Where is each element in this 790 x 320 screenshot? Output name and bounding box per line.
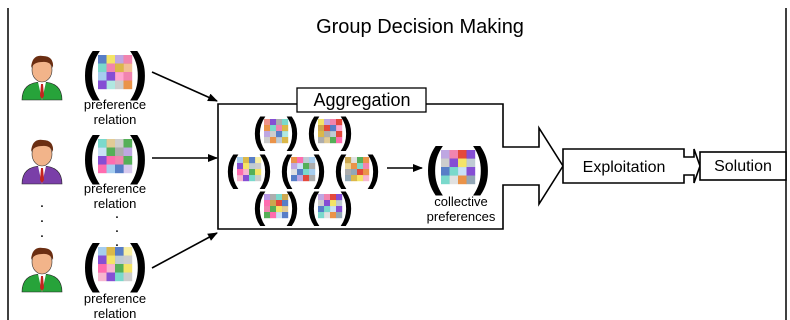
- svg-text:.: .: [40, 194, 44, 211]
- solution-label: Solution: [714, 158, 772, 175]
- matrix-open-paren: (: [307, 109, 320, 151]
- matrix-close-paren: ): [130, 234, 148, 293]
- matrix-open-paren: (: [334, 147, 347, 189]
- aggregation-label: Aggregation: [313, 90, 410, 110]
- matrix-open-paren: (: [425, 137, 443, 196]
- preference-relation-label-line2: relation: [94, 306, 137, 320]
- svg-text:.: .: [40, 224, 44, 241]
- preference-relation-label-line2: relation: [94, 196, 137, 211]
- individual-matrix-5: (): [334, 147, 380, 189]
- collective-preferences-matrix: (): [425, 137, 490, 196]
- matrix-open-paren: (: [253, 109, 266, 151]
- matrix-open-paren: (: [280, 147, 293, 189]
- svg-text:.: .: [40, 209, 44, 226]
- matrix-open-paren: (: [82, 126, 100, 185]
- individual-matrix-7: (): [307, 184, 353, 226]
- matrix-close-paren: ): [473, 137, 491, 196]
- svg-text:.: .: [115, 219, 119, 236]
- person-icon: [21, 139, 63, 185]
- ellipsis-left: . . .: [40, 194, 44, 241]
- person-icon: [21, 247, 63, 293]
- preference-relation-label-line2: relation: [94, 112, 137, 127]
- person-icon: [21, 55, 63, 101]
- exploitation-box: [562, 148, 701, 184]
- matrix-open-paren: (: [226, 147, 239, 189]
- collective-label-line1: collective: [434, 194, 487, 209]
- preference-relation-matrix: (): [82, 126, 147, 185]
- solution-box: [699, 151, 787, 181]
- individual-matrix-3: (): [226, 147, 272, 189]
- preference-relation-label-line1: preference: [84, 291, 146, 306]
- matrix-close-paren: ): [130, 42, 148, 101]
- matrix-close-paren: ): [287, 184, 299, 226]
- experts-column: ()preferencerelation()preferencerelation…: [21, 42, 148, 320]
- aggregation-label-box: [296, 87, 427, 113]
- aggregation-block-arrow: [217, 103, 564, 230]
- svg-text:.: .: [115, 233, 119, 250]
- ellipsis-right: . . .: [115, 205, 119, 250]
- preference-relation-matrix: (): [82, 42, 147, 101]
- matrix-close-paren: ): [130, 126, 148, 185]
- individual-matrix-6: (): [253, 184, 299, 226]
- preference-relation-label-line1: preference: [84, 97, 146, 112]
- arrow-expert-1: [151, 71, 218, 102]
- diagram-title: Group Decision Making: [316, 16, 524, 38]
- matrix-open-paren: (: [253, 184, 266, 226]
- individual-matrix-2: (): [307, 109, 353, 151]
- matrix-open-paren: (: [82, 42, 100, 101]
- matrix-close-paren: ): [341, 184, 353, 226]
- matrix-close-paren: ): [368, 147, 380, 189]
- svg-text:.: .: [115, 205, 119, 222]
- matrix-close-paren: ): [260, 147, 272, 189]
- matrix-open-paren: (: [307, 184, 320, 226]
- exploitation-label: Exploitation: [583, 159, 666, 176]
- matrix-open-paren: (: [82, 234, 100, 293]
- preference-relation-matrix: (): [82, 234, 147, 293]
- individual-matrix-4: (): [280, 147, 326, 189]
- collective-label-line2: preferences: [427, 209, 496, 224]
- individual-matrix-1: (): [253, 109, 299, 151]
- arrow-expert-3: [151, 232, 218, 269]
- preference-relation-label-line1: preference: [84, 181, 146, 196]
- matrix-close-paren: ): [341, 109, 353, 151]
- matrix-close-paren: ): [314, 147, 326, 189]
- matrix-close-paren: ): [287, 109, 299, 151]
- aggregation-matrices: ()()()()()()(): [226, 109, 380, 226]
- collective-matrix: (): [425, 137, 490, 196]
